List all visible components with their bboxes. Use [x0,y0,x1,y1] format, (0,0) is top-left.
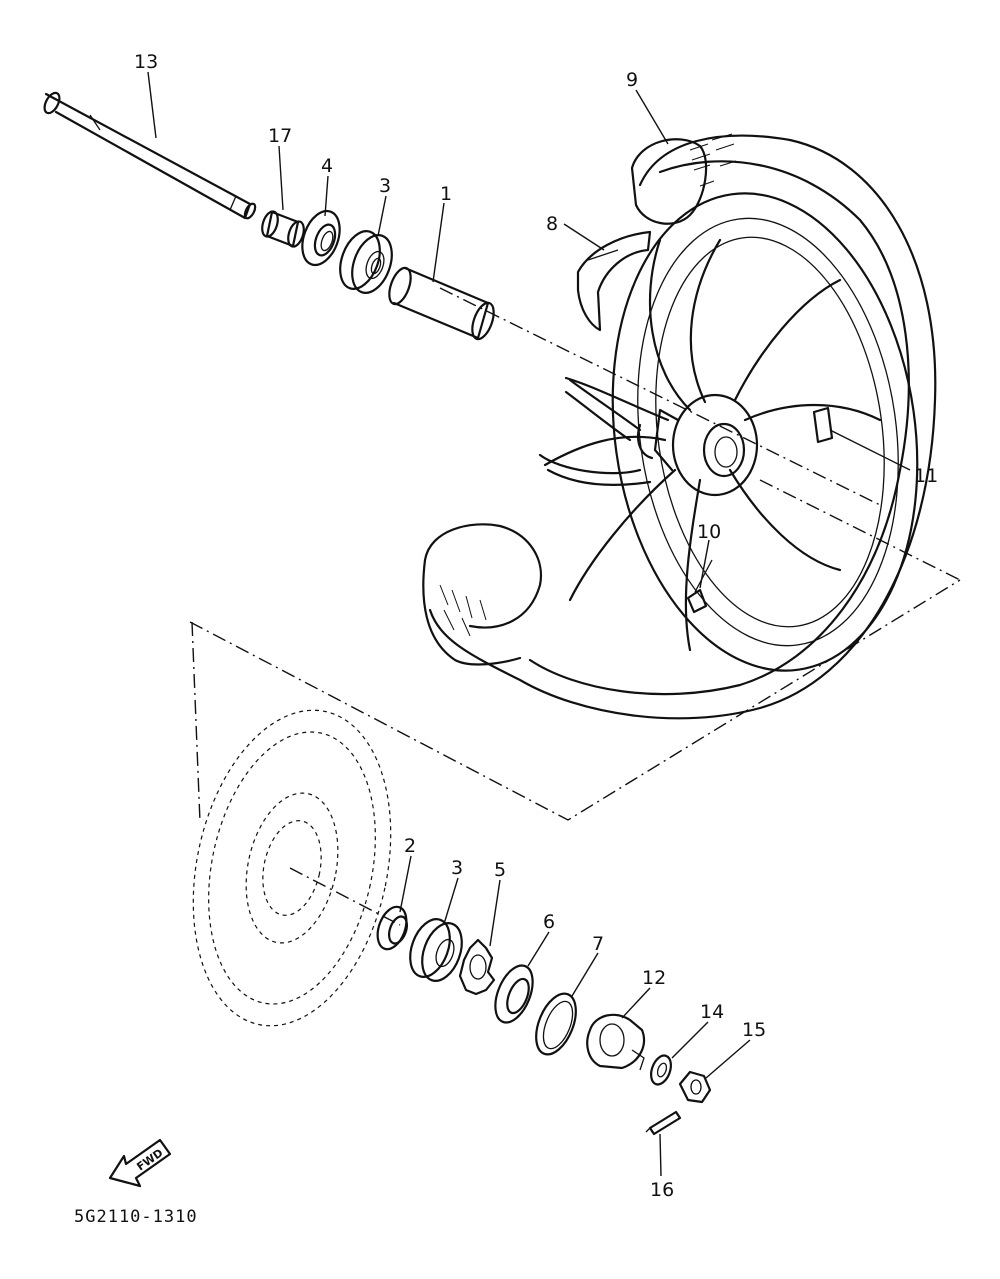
front-axle [43,91,257,220]
callout-4: 4 [321,155,333,177]
leader-lines [147,71,911,1177]
cotter-pin [645,1110,682,1136]
washer [650,1054,672,1086]
callout-10: 10 [697,521,721,543]
callout-5: 5 [494,859,506,881]
meter-oil-seal [494,964,534,1024]
axle-nut [678,1070,712,1104]
callout-14: 14 [700,1001,724,1023]
callout-13: 13 [134,51,158,73]
callout-9: 9 [626,69,638,91]
callout-6: 6 [543,911,555,933]
front-wheel-assembly [422,133,937,720]
meter-gear-unit [586,1013,646,1071]
callout-16: 16 [650,1179,674,1201]
callout-labels: 1 2 3 3 4 5 6 7 8 9 10 11 12 13 14 15 16… [134,51,938,1201]
callout-11: 11 [914,465,938,487]
bearing-bottom [409,918,463,982]
callout-2: 2 [404,835,416,857]
callout-1: 1 [440,183,452,205]
callout-8: 8 [546,213,558,235]
callout-3-bottom: 3 [451,857,463,879]
brake-disc [192,709,392,1027]
meter-clutch [458,938,496,996]
meter-ring [535,992,577,1056]
oil-seal-top [301,209,341,267]
callout-12: 12 [642,967,666,989]
drawing-code: 5G2110-1310 [74,1207,198,1227]
callout-17: 17 [268,125,292,147]
spacer [388,266,495,341]
callout-7: 7 [592,933,604,955]
oil-seal-bottom [376,905,409,951]
callout-15: 15 [742,1019,766,1041]
bearing-top [339,230,393,294]
forward-direction-arrow-icon: FWD [108,1138,172,1188]
callout-3-top: 3 [379,175,391,197]
collar [261,210,305,248]
